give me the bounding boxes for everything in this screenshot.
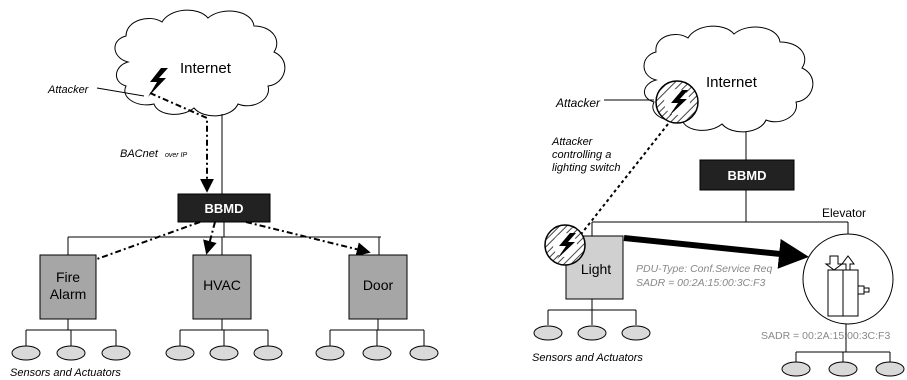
left-device-fire-alarm	[39, 254, 97, 320]
left-device-hvac	[192, 254, 252, 320]
left-device-fire-line1: Fire	[56, 269, 80, 285]
right-attacker-label: Attacker	[555, 96, 601, 110]
left-attack-arrow-hvac	[203, 221, 217, 255]
left-sensors-label: Sensors and Actuators	[10, 367, 121, 379]
left-sensors-fire	[11, 319, 131, 361]
right-elevator-label: Elevator	[822, 206, 866, 220]
right-malicious-command-arrow	[623, 235, 809, 269]
left-device-door-label: Door	[363, 277, 394, 293]
right-diagram: Internet Attacker Attacker controlling a…	[532, 25, 905, 377]
right-attacker-lightning-icon	[669, 90, 688, 116]
left-internet-label: Internet	[180, 60, 232, 77]
right-attacker-note-2: controlling a	[552, 149, 611, 161]
right-sensors-label: Sensors and Actuators	[532, 352, 643, 364]
right-sensors-elevator	[781, 324, 905, 377]
right-bbmd-box	[699, 159, 795, 191]
right-bbmd-label: BBMD	[728, 168, 767, 183]
left-lightning-icon	[148, 68, 168, 97]
left-bbmd-box	[177, 193, 271, 223]
left-protocol-sub: over IP	[165, 152, 188, 159]
left-attacker-label: Attacker	[47, 84, 90, 96]
right-attacker-note-3: lighting switch	[552, 162, 620, 174]
right-pdu-type: PDU-Type: Conf.Service Req	[636, 263, 773, 275]
left-internet-cloud	[114, 9, 286, 117]
right-sadr-elevator: SADR = 00:2A:15:00:3C:F3	[761, 330, 890, 342]
right-sadr-source: SADR = 00:2A:15:00:3C:F3	[636, 277, 765, 289]
right-attack-path	[577, 123, 669, 239]
left-device-hvac-label: HVAC	[203, 277, 241, 293]
left-device-door	[348, 254, 408, 320]
right-compromised-lightning-icon	[557, 233, 576, 259]
right-attacker-note-1: Attacker	[551, 136, 594, 148]
elevator-icon	[824, 255, 870, 317]
left-diagram: Internet Attacker BACnet over IP BBMD Fi…	[10, 9, 439, 379]
left-bbmd-label: BBMD	[205, 201, 244, 216]
left-sensors-door	[315, 319, 439, 361]
right-internet-label: Internet	[706, 74, 758, 91]
left-attacker-pointer	[96, 87, 145, 97]
left-device-fire-line2: Alarm	[50, 286, 87, 302]
right-device-light-label: Light	[581, 261, 611, 277]
left-sensors-hvac	[165, 319, 283, 361]
left-protocol-label: BACnet	[120, 148, 159, 160]
right-sensors-light	[533, 299, 651, 341]
